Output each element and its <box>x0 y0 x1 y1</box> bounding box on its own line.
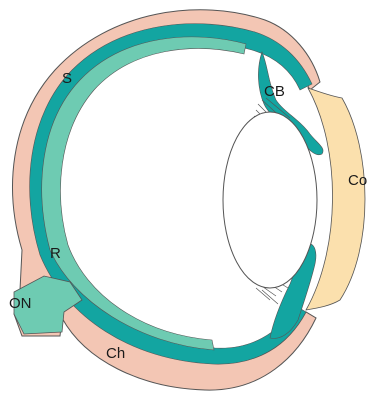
label-choroid: Ch <box>106 345 125 362</box>
label-sclera: S <box>62 70 72 87</box>
label-retina: R <box>50 245 61 262</box>
lens <box>223 112 317 288</box>
label-optic-nerve: ON <box>9 295 32 312</box>
label-ciliary-body: CB <box>264 83 285 100</box>
label-cornea: Co <box>348 172 367 189</box>
